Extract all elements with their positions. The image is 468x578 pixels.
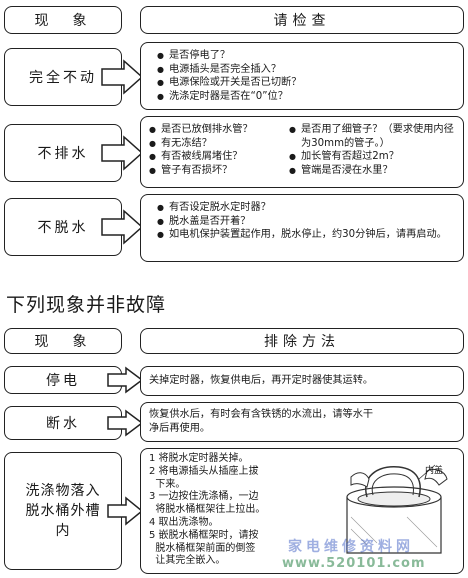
check-list: 是否停电了？ 电源插头是否完全插入？ 电源保险或开关是否已切断？ 洗涤定时器是否… bbox=[157, 49, 463, 103]
check-item: 是否已放倒排水管？ bbox=[149, 123, 289, 137]
step-item: 5 嵌脱水桶框架时，请按 脱水桶框架前面的倒签 让其完全嵌入。 bbox=[149, 529, 259, 567]
right-arrow-icon bbox=[101, 59, 144, 95]
right-arrow-icon bbox=[101, 135, 144, 171]
check-item: 电源保险或开关是否已切断？ bbox=[157, 76, 463, 90]
check-item: 如电机保护装置起作用，脱水停止，约30分钟后，请再启动。 bbox=[157, 228, 459, 242]
check-list-right: 是否用了细管子？（要求使用内径为30mm的管子。） 加长管有否超过2m？ 管端是… bbox=[289, 123, 459, 177]
header-symptom: 现 象 bbox=[4, 328, 122, 354]
symptom-label: 断水 bbox=[46, 416, 80, 432]
checks-no-spin: 有否设定脱水定时器？ 脱水盖是否开着？ 如电机保护装置起作用，脱水停止，约30分… bbox=[140, 194, 464, 262]
remedy-steps: 1 将脱水定时器关掉。 2 将电源插头从插座上拔 下来。 3 一边按住洗涤桶，一… bbox=[149, 453, 329, 568]
header-remedy: 排除方法 bbox=[140, 328, 464, 354]
check-item: 有无冻结？ bbox=[149, 137, 289, 151]
check-item-text: 是否用了细管子？（要求使用内径为30mm的管子。） bbox=[301, 124, 454, 149]
remedy-text: 恢复供水后，有时会有含铁锈的水流出，请等水干净后再使用。 bbox=[149, 409, 374, 434]
check-item: 有否被线屑堵住？ bbox=[149, 150, 289, 164]
header-symptom-label: 现 象 bbox=[34, 334, 92, 350]
step-item: 2 将电源插头从插座上拔 下来。 bbox=[149, 465, 259, 490]
header-check: 请检查 bbox=[140, 6, 464, 34]
symptom-water-cut: 断水 bbox=[4, 406, 122, 440]
symptom-label: 停电 bbox=[46, 373, 80, 389]
check-list-left: 是否已放倒排水管？ 有无冻结？ 有否被线屑堵住？ 管子有否损坏？ bbox=[149, 123, 289, 177]
check-list: 有否设定脱水定时器？ 脱水盖是否开着？ 如电机保护装置起作用，脱水停止，约30分… bbox=[157, 201, 463, 242]
step-item: 1 将脱水定时器关掉。 bbox=[149, 453, 249, 464]
right-arrow-icon bbox=[107, 366, 144, 394]
remedy-power-failure: 关掉定时器，恢复供电后，再开定时器使其运转。 bbox=[140, 366, 464, 396]
symptom-label: 洗涤物落入脱水桶外槽内 bbox=[25, 483, 101, 539]
step-item: 3 一边按住洗涤桶，一边 将脱水桶框架往上拉出。 bbox=[149, 491, 266, 516]
right-arrow-icon bbox=[107, 409, 144, 437]
check-item: 脱水盖是否开着？ bbox=[157, 215, 463, 229]
checks-not-working: 是否停电了？ 电源插头是否完全插入？ 电源保险或开关是否已切断？ 洗涤定时器是否… bbox=[140, 42, 464, 110]
watermark-url: www.520101.com bbox=[282, 556, 426, 571]
inner-lid-label: 内盖 bbox=[425, 466, 444, 476]
header-remedy-label: 排除方法 bbox=[264, 334, 340, 350]
remedy-water-cut: 恢复供水后，有时会有含铁锈的水流出，请等水干净后再使用。 bbox=[140, 402, 464, 442]
check-item: 洗涤定时器是否在“0”位？ bbox=[157, 90, 463, 104]
watermark-text: 家电维修资料网 bbox=[288, 540, 414, 555]
check-item: 是否用了细管子？（要求使用内径为30mm的管子。） bbox=[289, 123, 459, 150]
check-item: 是否停电了？ bbox=[157, 49, 463, 63]
symptom-no-spin: 不脱水 bbox=[4, 198, 122, 256]
remedy-text: 关掉定时器，恢复供电后，再开定时器使其运转。 bbox=[149, 375, 374, 386]
symptom-power-failure: 停电 bbox=[4, 366, 122, 394]
header-symptom: 现 象 bbox=[4, 6, 122, 34]
step-item: 4 取出洗涤物。 bbox=[149, 516, 219, 528]
check-item-text: 如电机保护装置起作用，脱水停止，约30分钟后，请再启动。 bbox=[169, 229, 447, 240]
check-item: 有否设定脱水定时器？ bbox=[157, 201, 463, 215]
remedy-laundry-fell: 1 将脱水定时器关掉。 2 将电源插头从插座上拔 下来。 3 一边按住洗涤桶，一… bbox=[140, 448, 464, 574]
check-item: 电源插头是否完全插入？ bbox=[157, 63, 463, 77]
right-arrow-icon bbox=[101, 209, 144, 245]
check-item: 管子有否损坏？ bbox=[149, 164, 289, 178]
check-item: 加长管有否超过2m？ bbox=[289, 150, 459, 164]
check-item: 管端是否浸在水里？ bbox=[289, 164, 459, 178]
right-arrow-icon bbox=[107, 496, 144, 526]
header-symptom-label: 现 象 bbox=[34, 13, 92, 29]
washer-illustration bbox=[346, 464, 448, 554]
symptom-label: 完全不动 bbox=[29, 70, 97, 86]
section-title: 下列现象并非故障 bbox=[6, 294, 167, 316]
header-check-label: 请检查 bbox=[273, 13, 331, 29]
symptom-label: 不排水 bbox=[37, 146, 89, 162]
symptom-label: 不脱水 bbox=[37, 220, 89, 236]
symptom-laundry-fell: 洗涤物落入脱水桶外槽内 bbox=[4, 452, 122, 570]
checks-no-drain: 是否已放倒排水管？ 有无冻结？ 有否被线屑堵住？ 管子有否损坏？ 是否用了细管子… bbox=[140, 116, 464, 188]
